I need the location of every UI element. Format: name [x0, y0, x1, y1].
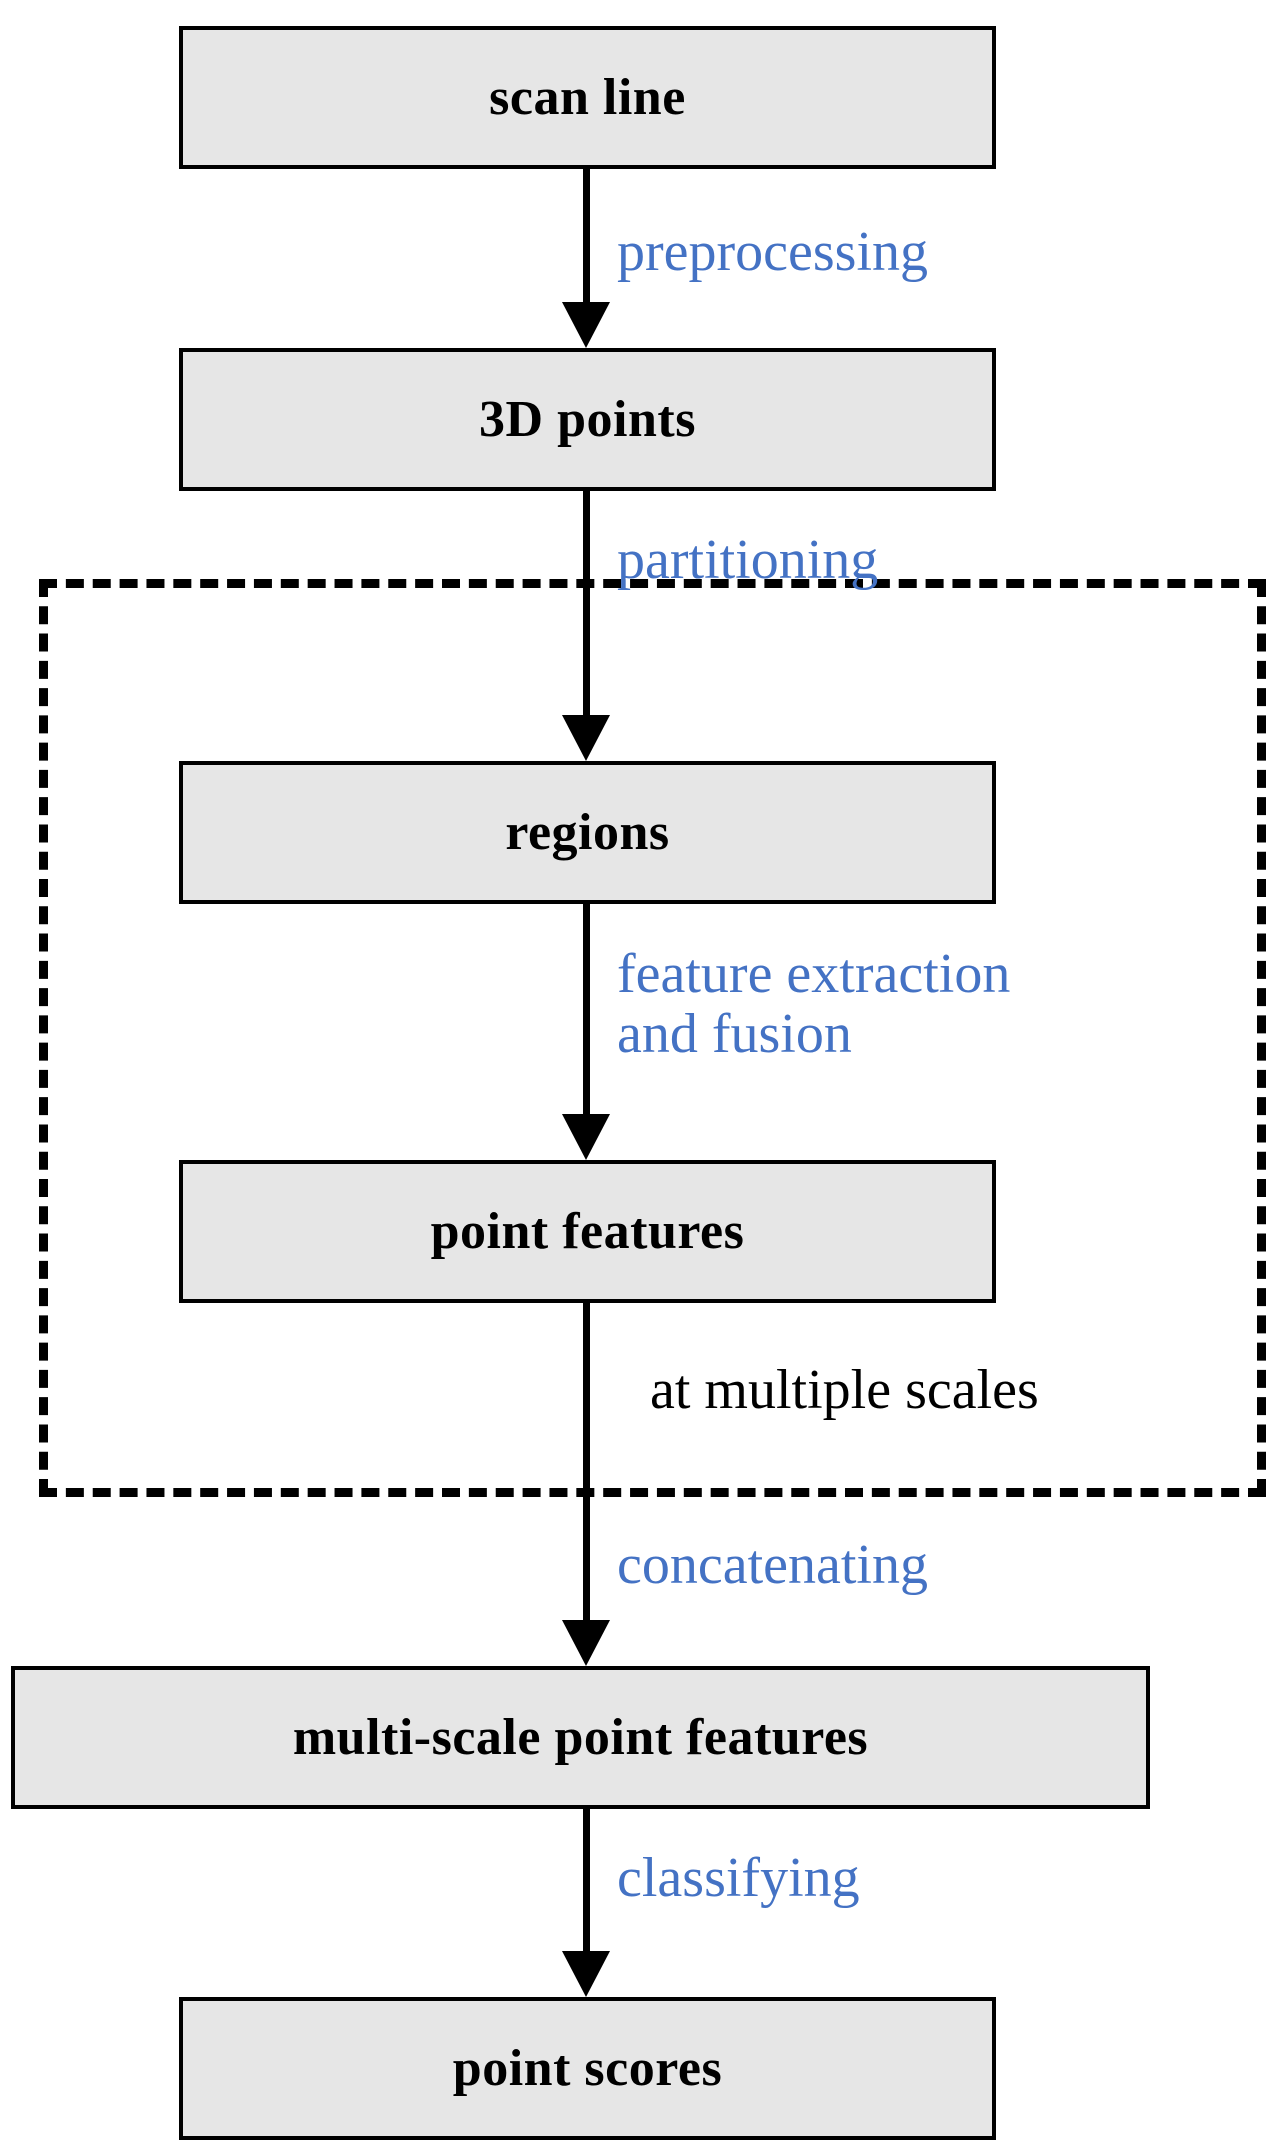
node-point-scores-label: point scores	[452, 2039, 723, 2097]
edge-partitioning-arrowhead	[562, 715, 610, 761]
node-regions[interactable]: regions	[179, 761, 996, 904]
edge-feature-extraction-arrowhead	[562, 1114, 610, 1160]
node-multi-scale-point-features[interactable]: multi-scale point features	[11, 1666, 1150, 1809]
node-scan-line-label: scan line	[489, 68, 686, 126]
edge-concatenating-arrowhead	[562, 1620, 610, 1666]
edge-preprocessing-line	[583, 169, 590, 310]
edge-concatenating-line	[583, 1303, 590, 1628]
multi-scale-group-note: at multiple scales	[650, 1359, 1039, 1421]
edge-partitioning	[562, 491, 610, 761]
edge-classifying-arrowhead	[562, 1951, 610, 1997]
edge-concatenating-label: concatenating	[617, 1534, 928, 1596]
edge-feature-extraction	[562, 904, 610, 1160]
node-3d-points-label: 3D points	[479, 390, 696, 448]
edge-preprocessing	[562, 169, 610, 348]
node-scan-line[interactable]: scan line	[179, 26, 996, 169]
node-regions-label: regions	[505, 803, 670, 861]
node-3d-points[interactable]: 3D points	[179, 348, 996, 491]
node-point-features-label: point features	[430, 1202, 745, 1260]
edge-feature-extraction-line	[583, 904, 590, 1122]
edge-classifying-label: classifying	[617, 1847, 860, 1909]
edge-preprocessing-label: preprocessing	[617, 221, 929, 283]
node-point-scores[interactable]: point scores	[179, 1997, 996, 2140]
edge-classifying	[562, 1809, 610, 1997]
edge-partitioning-line	[583, 491, 590, 723]
node-point-features[interactable]: point features	[179, 1160, 996, 1303]
edge-concatenating	[562, 1303, 610, 1666]
edge-feature-extraction-label: feature extraction and fusion	[617, 943, 1011, 1066]
edge-partitioning-label: partitioning	[617, 529, 879, 591]
edge-preprocessing-arrowhead	[562, 302, 610, 348]
node-multi-scale-point-features-label: multi-scale point features	[292, 1708, 869, 1766]
edge-classifying-line	[583, 1809, 590, 1959]
